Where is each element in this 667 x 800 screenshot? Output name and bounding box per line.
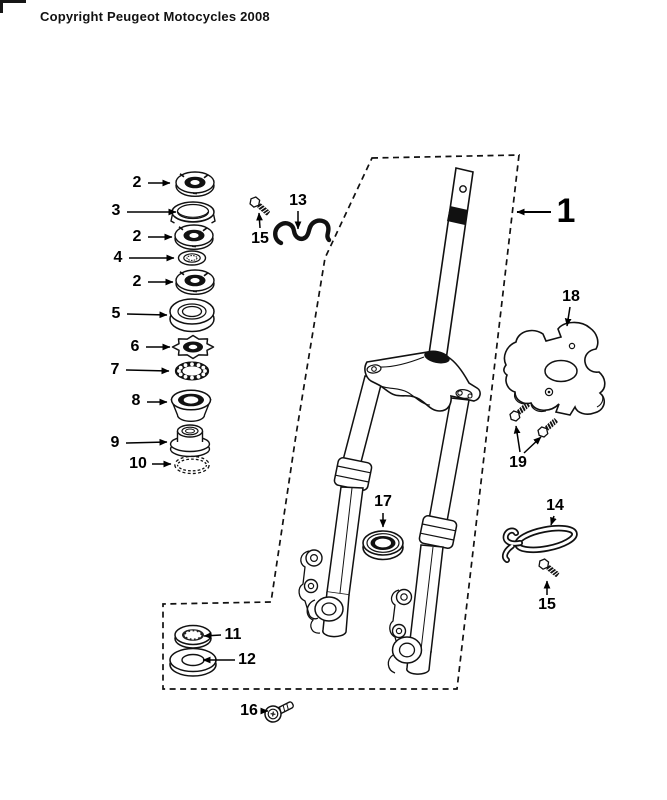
part-3 [170,201,216,224]
callout-arrows [125,179,572,715]
part-13-spring-clip [273,218,332,246]
part-15-bottom-screw [536,556,562,580]
front-fork-assembly [298,167,481,675]
part-17 [362,530,404,561]
right-fork-slider [387,515,458,675]
part-18-mounting-plate [503,321,606,416]
callout-15-bottom: 15 [538,596,556,613]
part-7 [174,361,210,381]
callout-16: 16 [240,702,258,719]
callout-13: 13 [289,192,307,209]
callout-6: 6 [130,338,140,355]
part-15-top-screw [247,194,273,218]
scan-edge-artifact-left [0,0,3,13]
fasteners-and-clips [247,194,606,726]
part-6 [171,334,215,360]
callout-17: 17 [374,493,392,510]
callout-2-top: 2 [132,174,142,191]
right-stanchion-tube [427,397,470,528]
callout-12: 12 [238,651,256,668]
part-10 [174,455,210,475]
callout-8: 8 [131,392,141,409]
part-2-low [175,269,215,296]
callout-19: 19 [509,454,527,471]
callout-15-top: 15 [251,230,269,247]
steerer-base-band [424,350,450,364]
scan-edge-artifact-top [0,0,26,3]
copyright-text: Copyright Peugeot Motocycles 2008 [40,9,270,24]
left-stanchion-tube [341,375,384,467]
left-fork-slider [298,457,373,638]
callout-11: 11 [224,626,242,643]
part-4 [177,250,207,266]
fork-crown [364,350,481,412]
part-19-screw-b [535,415,560,440]
part-9 [169,424,211,458]
assembly-boundary-dashed [162,154,520,690]
callout-1-assembly: 1 [556,192,576,230]
part-11 [174,624,212,649]
callout-4: 4 [113,249,123,266]
steering-tube [428,167,474,362]
callout-5: 5 [111,305,121,322]
part-8 [170,389,212,423]
callout-18: 18 [562,288,580,305]
callout-14: 14 [546,497,564,514]
callout-9: 9 [110,434,120,451]
callout-3: 3 [111,202,121,219]
callout-7: 7 [110,361,120,378]
callout-10: 10 [129,455,147,472]
part-14-wire-clip [501,524,578,563]
part-2-top [175,171,215,198]
part-2-mid [174,224,214,251]
callout-2-low: 2 [132,273,142,290]
part-12 [169,647,217,677]
callout-2-mid: 2 [132,228,142,245]
part-5 [169,298,215,333]
